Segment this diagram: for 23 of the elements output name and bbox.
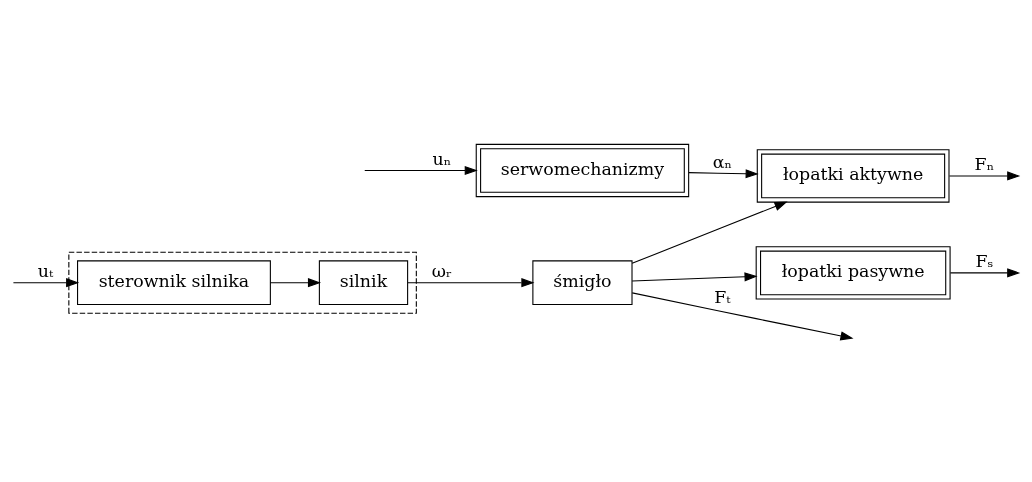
node-box: silnik (318, 259, 409, 305)
arrow (269, 277, 321, 287)
arrow (631, 201, 788, 264)
arrow (948, 170, 1021, 181)
arrow (631, 271, 758, 281)
arrow (688, 168, 759, 178)
edge-label: αₙ (712, 151, 733, 172)
edge-label: Fₛ (975, 250, 994, 271)
arrow (407, 277, 535, 287)
node-box: sterownik silnika (77, 259, 271, 305)
edge-label: Fₜ (714, 286, 731, 307)
edge-label: uₙ (432, 148, 452, 169)
edge-label: Fₙ (974, 153, 995, 174)
arrow (364, 165, 478, 175)
node-box: łopatki pasywne (755, 245, 951, 300)
node-box: śmigło (532, 259, 633, 305)
arrow (12, 277, 80, 287)
arrow (631, 291, 854, 340)
edge-label: ωᵣ (431, 260, 453, 281)
node-box: łopatki aktywne (756, 148, 950, 203)
edge-label: uₜ (37, 260, 54, 281)
node-box: serwomechanizmy (475, 143, 690, 197)
arrow (949, 267, 1021, 277)
